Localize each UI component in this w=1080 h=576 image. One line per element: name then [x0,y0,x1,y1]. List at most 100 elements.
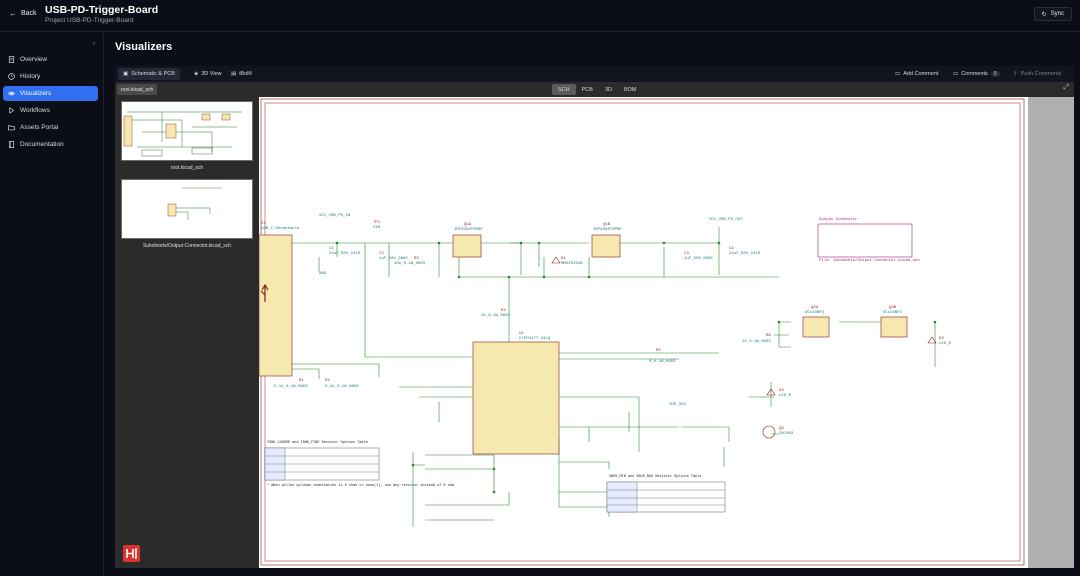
d2-ref: D2 [779,389,784,393]
r3-value: 10k_0.1W_0603 [394,262,426,266]
sidebar-item-label: Workflows [20,107,50,114]
sidebar-item-visualizers[interactable]: Visualizers [3,86,98,101]
r6-value: 1k_0.1W_0603 [742,340,771,344]
mode-tab-bom[interactable]: BOM [623,86,637,93]
q3-ref: Q3 [779,427,784,431]
c4-ref: C4 [729,247,734,251]
comments-button[interactable]: ▭ Comments 0 [953,68,1000,80]
tab-label: 3D View [201,71,222,77]
sidebar: ‹ Overview History Visualizers Workflows… [0,33,104,576]
j1-ref: J1 [261,222,266,226]
tab-schematic-pcb[interactable]: ▣ Schematic & PCB [118,68,180,80]
c4-value: 22uF_50V_1210 [729,252,761,256]
logo-icon [126,548,137,559]
file-tab[interactable]: root.kicad_sch [117,84,158,95]
tab-label: iBoM [239,71,252,77]
d3-ref: D3 [939,337,944,341]
push-comments-button[interactable]: ⇪ Push Comments [1013,68,1061,80]
q2b-value: DCL5OBP2 [883,311,903,315]
sidebar-item-overview[interactable]: Overview [3,52,98,67]
push-icon: ⇪ [1013,71,1018,77]
back-button[interactable]: ← Back [9,9,37,18]
sync-label: Sync [1050,11,1064,17]
project-subtitle: Project USB-PD-Trigger-Board [45,17,134,24]
add-comment-button[interactable]: ▭ Add Comment [895,68,938,80]
page-title: Visualizers [115,41,173,53]
sync-button[interactable]: ↻ Sync [1033,7,1072,21]
isnk-table-title: ISNK_COARSE and ISNK_FINE Resistor Optio… [267,441,368,445]
d1-value: MMSZ5231B [561,262,583,266]
q2b-ref: Q2B [889,306,897,310]
sidebar-item-label: Documentation [20,141,64,148]
viewer-tab-bar: root.kicad_sch SCH PCB 3D BOM ⤢ [115,82,1074,97]
r4-ref: R4 [501,309,506,313]
collapse-sidebar-icon[interactable]: ‹ [93,40,96,47]
q1b-value: IRF9358TRPBF [593,228,622,232]
c2-ref: C2 [379,252,384,256]
view-mode-tabs: SCH PCB 3D BOM [552,84,643,95]
folder-icon [8,125,15,131]
sidebar-item-label: History [20,73,41,80]
clock-icon [8,73,15,80]
root-sheet-preview [123,111,242,157]
u1-ref: U1 [519,332,524,336]
schematic-sheet: J1 USB_C_Receptacle VCC_USB_PD_IN VCC_US… [258,97,1028,568]
app-logo [123,545,140,562]
j1-value: USB_C_Receptacle [261,227,300,231]
schematic-viewer: root.kicad_sch SCH PCB 3D BOM ⤢ root.kic… [115,82,1074,568]
sidebar-item-assets-portal[interactable]: Assets Portal [3,120,98,135]
r2-ref: R2 [325,379,330,383]
sheet-label-output-connector: Subsheets/Output-Connector.kicad_sch [142,243,232,249]
tab-ibom[interactable]: ▤ iBoM [226,68,257,80]
back-label: Back [21,10,37,17]
r6-ref: R6 [766,334,771,338]
tab-3d-view[interactable]: ◈ 3D View [189,68,227,80]
r2-value: 5.1k_0.1W_0603 [325,385,359,389]
c1-ref: C1 [329,247,334,251]
push-comments-label: Push Comments [1020,71,1062,77]
arrow-left-icon: ← [9,9,17,18]
sidebar-item-documentation[interactable]: Documentation [3,137,98,152]
top-bar: ← Back USB-PD-Trigger-Board Project USB-… [0,0,1080,32]
comment-add-icon: ▭ [895,71,901,77]
tab-label: Schematic & PCB [131,71,175,77]
c2-value: 1uF_50V_0805 [379,257,408,261]
sheet-thumbnail-root[interactable] [121,101,253,161]
sheet-thumbnail-output-connector[interactable] [121,179,253,239]
vbus-in-label: VCC_USB_PD_IN [319,214,351,218]
r1-ref: R1 [299,379,304,383]
sidebar-item-history[interactable]: History [3,69,98,84]
output-sheet-preview [167,187,222,220]
sidebar-item-workflows[interactable]: Workflows [3,103,98,118]
document-icon [8,56,15,63]
r5-ref: R5 [656,349,661,353]
sheet-label-root: root.kicad_sch [170,165,204,171]
d3-value: LED_R [939,342,952,346]
mode-tab-sch[interactable]: SCH [552,84,576,95]
sidebar-item-label: Visualizers [20,90,52,97]
visualizer-toolbar: ▣ Schematic & PCB ◈ 3D View ▤ iBoM ▭ Add… [115,66,1074,82]
output-connector-title: Output Connector [819,218,858,222]
mode-tab-pcb[interactable]: PCB [581,86,593,93]
q2a-value: DCL5OBP2 [805,311,825,315]
r4-value: 1k_0.1W_0603 [481,314,510,318]
chip-icon: ▣ [123,71,129,77]
q2a-ref: Q2A [811,306,819,310]
schematic-canvas[interactable]: J1 USB_C_Receptacle VCC_USB_PD_IN VCC_US… [258,97,1074,568]
book-icon [8,141,15,148]
vbus-out-label: VCC_USB_PD_OUT [709,218,743,222]
isnk-table-note: * When pulled up/down combination is 0 o… [267,484,454,488]
expand-icon[interactable]: ⤢ [1063,84,1069,91]
c3-ref: C3 [684,252,689,256]
gnd-label: GND [319,272,327,276]
r5-value: 0_0.1W_0603 [649,360,676,364]
u1-value: CYPD3177-24LQ [519,337,551,341]
comments-count-badge: 0 [990,71,1000,77]
schematic-drawing [258,98,1025,566]
vbus-table-title: VBUS_MIN and VBUS_MAX Resistor Options T… [609,475,702,479]
project-title: USB-PD-Trigger-Board [45,4,159,16]
r1-value: 5.1k_0.1W_0603 [274,385,308,389]
r3-ref: R3 [414,257,419,261]
mode-tab-3d[interactable]: 3D [604,86,612,93]
sync-icon: ↻ [1041,11,1047,18]
